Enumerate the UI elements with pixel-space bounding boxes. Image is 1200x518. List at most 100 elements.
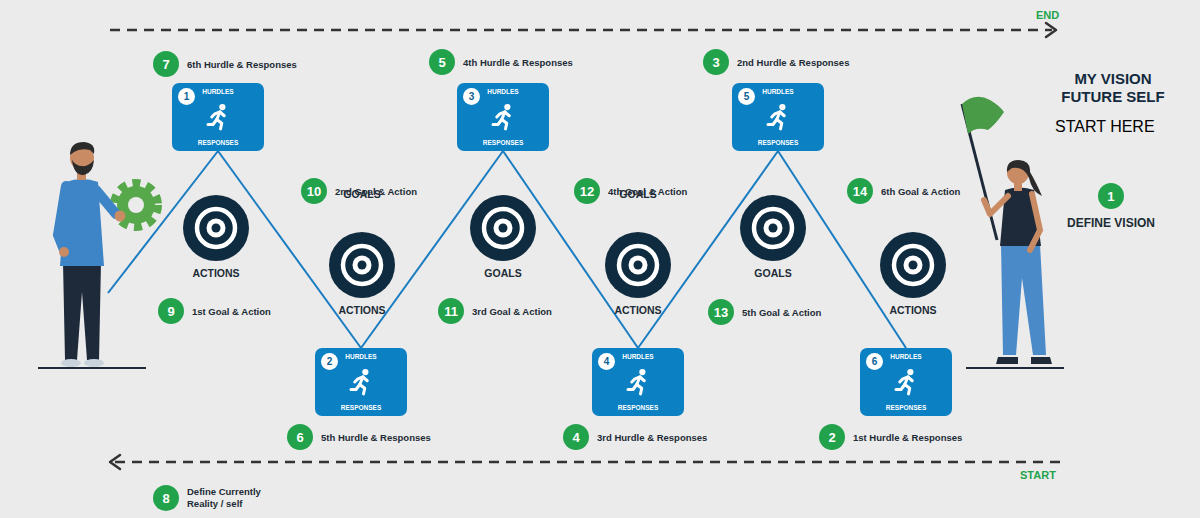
flag — [962, 97, 1004, 134]
vision-title: MY VISION FUTURE SELF — [1051, 70, 1175, 106]
runner-icon — [208, 104, 226, 129]
target-symbol — [740, 195, 806, 261]
step-callout: 146th Goal & Action — [847, 178, 960, 204]
step-callout: 113rd Goal & Action — [438, 298, 552, 324]
shoe — [1031, 357, 1052, 364]
step-callout: 32nd Hurdle & Responses — [703, 49, 849, 75]
callout-number: 8 — [153, 485, 179, 511]
direction-label: START — [1020, 469, 1056, 481]
arm — [58, 186, 66, 250]
step-label: 1st Hurdle & Responses — [853, 432, 962, 443]
hurdle-label: HURDLES — [860, 353, 952, 360]
target-label: GOALS — [619, 188, 656, 200]
runner-icon — [896, 369, 914, 394]
hurdle-number: 1 — [178, 88, 195, 105]
shoe — [84, 359, 104, 367]
hurdle-label: HURDLES — [457, 88, 549, 95]
runner-icon — [203, 102, 233, 132]
callout-number: 5 — [429, 49, 455, 75]
jeans — [1001, 244, 1046, 355]
step-callout: 8 Define Currently Reality / self — [153, 485, 275, 511]
callout-number: 6 — [287, 424, 313, 450]
step-callout: 76th Hurdle & Responses — [153, 51, 297, 77]
target-label: ACTIONS — [614, 304, 661, 316]
hurdle-label: RESPONSES — [860, 404, 952, 411]
target-icon: GOALS — [740, 195, 806, 261]
runner-icon — [493, 104, 511, 129]
hair — [1007, 160, 1042, 196]
step-callout: 4 3rd Hurdle & Responses — [563, 424, 707, 450]
step-label: 5th Goal & Action — [742, 307, 821, 318]
hurdle-label: RESPONSES — [315, 404, 407, 411]
callout-number: 13 — [708, 299, 734, 325]
woman-with-flag — [962, 97, 1064, 368]
target-symbol — [740, 195, 806, 261]
step-label: 4th Hurdle & Responses — [463, 57, 573, 68]
step-callout: 9 1st Goal & Action — [158, 298, 271, 324]
target-symbol — [329, 232, 395, 298]
button-label: START HERE — [1055, 118, 1175, 136]
callout-number: 12 — [574, 178, 600, 204]
hurdle-number: 2 — [321, 353, 338, 370]
callout-number: 4 — [563, 424, 589, 450]
hurdle-number: 6 — [866, 353, 883, 370]
runner-icon — [351, 369, 369, 394]
target-symbol — [880, 232, 946, 298]
target-symbol — [605, 232, 671, 298]
target-icon: GOALS — [470, 195, 536, 261]
dashed-line — [110, 29, 1052, 32]
shoe — [61, 359, 81, 367]
step-label: 1st Goal & Action — [192, 306, 271, 317]
runner-icon — [763, 102, 793, 132]
runner-icon — [488, 102, 518, 132]
hurdle-box: 3HURDLESRESPONSES — [457, 83, 549, 151]
hurdle-label: RESPONSES — [172, 139, 264, 146]
target-symbol — [470, 195, 536, 261]
arm — [1030, 194, 1040, 250]
ground-line — [966, 367, 1064, 369]
callout-number: 14 — [847, 178, 873, 204]
step-label: DEFINE VISION — [1067, 216, 1155, 230]
target-symbol — [183, 195, 249, 261]
callout-number: 1 — [1098, 183, 1124, 209]
runner-icon — [768, 104, 786, 129]
target-symbol — [329, 232, 395, 298]
step-label: 5th Hurdle & Responses — [321, 432, 431, 443]
step-label: Define Currently Reality / self — [187, 486, 275, 510]
target-symbol — [605, 232, 671, 298]
step-label: 6th Hurdle & Responses — [187, 59, 297, 70]
hurdle-number: 5 — [738, 88, 755, 105]
callout-number: 10 — [301, 178, 327, 204]
gear — [114, 183, 158, 227]
target-symbol — [880, 232, 946, 298]
hurdle-box: 4HURDLESRESPONSES — [592, 348, 684, 416]
target-icon: ACTIONS — [880, 232, 946, 298]
hand — [115, 211, 126, 222]
hurdle-box: 1HURDLESRESPONSES — [172, 83, 264, 151]
direction-label: END — [1036, 9, 1059, 21]
man-with-gear — [38, 142, 158, 368]
target-label: GOALS — [754, 267, 791, 279]
hurdle-label: HURDLES — [592, 353, 684, 360]
gear — [128, 197, 144, 213]
runner-icon — [346, 367, 376, 397]
target-label: ACTIONS — [889, 304, 936, 316]
callout-number: 9 — [158, 298, 184, 324]
callout-number: 2 — [819, 424, 845, 450]
step-label: 2nd Hurdle & Responses — [737, 57, 849, 68]
arm — [984, 196, 1008, 214]
legs — [63, 262, 101, 360]
ground-line — [38, 367, 146, 369]
hurdle-number: 3 — [463, 88, 480, 105]
runner-icon — [623, 367, 653, 397]
start-arrow — [110, 455, 1060, 469]
target-symbol — [183, 195, 249, 261]
step-label: 3rd Hurdle & Responses — [597, 432, 707, 443]
step-label: 3rd Goal & Action — [472, 306, 552, 317]
step-callout: 6 5th Hurdle & Responses — [287, 424, 431, 450]
target-icon: GOALSACTIONS — [605, 232, 671, 298]
hair — [70, 142, 94, 155]
hurdle-number: 4 — [598, 353, 615, 370]
arrow-head — [1046, 23, 1056, 37]
